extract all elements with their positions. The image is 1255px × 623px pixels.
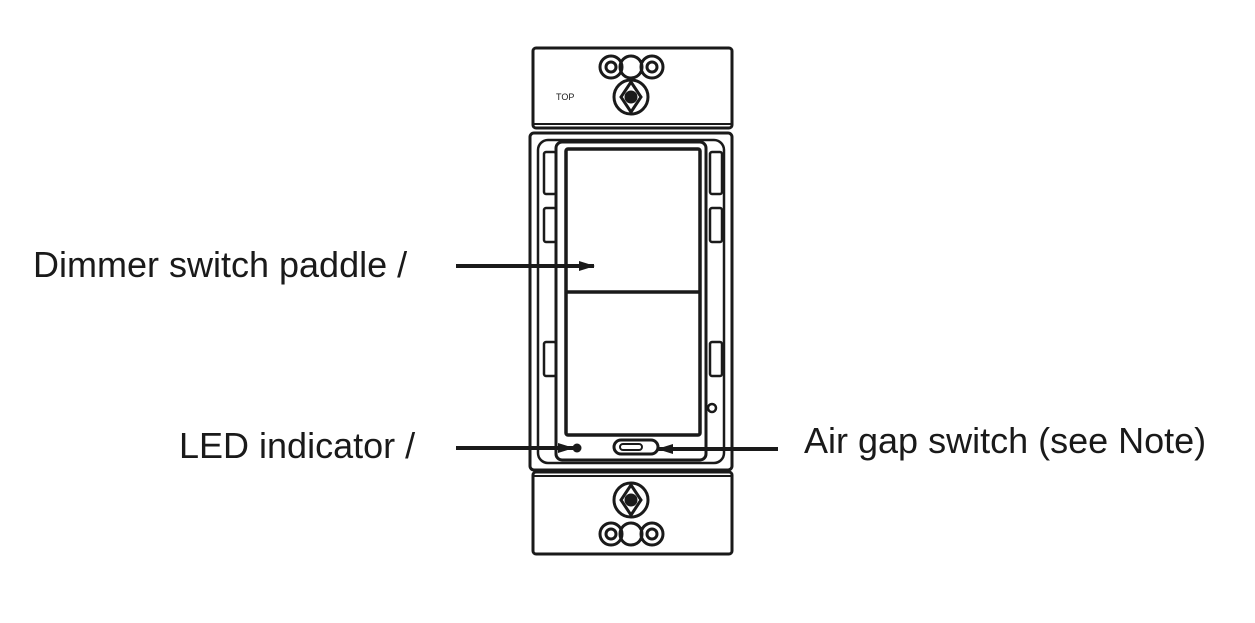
air-gap-switch-label: Air gap switch (see Note) — [804, 420, 1207, 461]
top-screw-holes — [598, 54, 665, 116]
dimmer-paddle-label: Dimmer switch paddle / — [33, 244, 408, 285]
top-marking: TOP — [556, 92, 574, 102]
led-indicator-label: LED indicator / — [179, 425, 416, 466]
top-mounting-strap — [531, 46, 734, 130]
switch-body — [528, 131, 734, 472]
bottom-screw-holes — [598, 481, 665, 547]
bottom-mounting-strap — [531, 470, 734, 556]
led-indicator — [572, 443, 582, 453]
